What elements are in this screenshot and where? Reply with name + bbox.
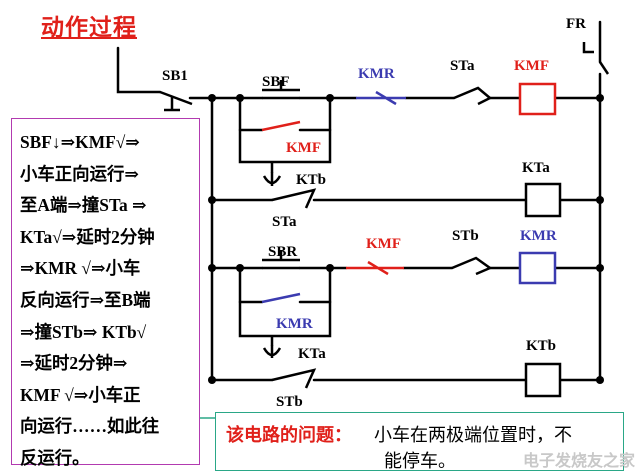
junction-dot: [208, 264, 216, 272]
kta-coil-label: KTa: [522, 160, 550, 176]
stb-limit-switch-1: [451, 256, 493, 276]
step-line: 向运行……如此往: [20, 416, 160, 437]
kmr-hold-label: KMR: [276, 316, 313, 332]
sbr-button: [262, 250, 300, 270]
kmr-nc-contact-1: [356, 90, 406, 106]
kmr-contact-1-label: KMR: [358, 66, 395, 82]
sbf-label: SBF: [262, 74, 290, 90]
junction-dot: [326, 264, 334, 272]
ktb-coil-label: KTb: [526, 338, 556, 354]
left-supply-wire: [116, 46, 162, 94]
junction-dot: [596, 264, 604, 272]
junction-dot: [208, 376, 216, 384]
kmf-contact-2-label: KMF: [366, 236, 401, 252]
junction-dot: [326, 94, 334, 102]
fr-label: FR: [566, 16, 586, 32]
sta-limit-switch-1: [453, 86, 493, 106]
problem-label: 该电路的问题：: [226, 425, 352, 445]
sbf-branch: [238, 96, 332, 174]
junction-dot: [596, 196, 604, 204]
problem-box: 该电路的问题： 小车在两极端位置时，不 能停车。: [215, 412, 624, 471]
kta-2-label: KTa: [298, 346, 326, 362]
sta-contact-1-label: STa: [450, 58, 475, 74]
junction-dot: [596, 94, 604, 102]
step-line: ⇒延时2分钟⇒: [20, 353, 128, 374]
kmr-coil: [518, 251, 557, 285]
problem-text-line2: 能停车。: [384, 451, 456, 471]
kta-coil: [524, 182, 562, 218]
kta-timed-contact-2: [262, 345, 282, 358]
step-line: KTa√⇒延时2分钟: [20, 226, 155, 247]
sbr-label: SBR: [268, 244, 297, 260]
step-line: SBF↓⇒KMF√⇒: [20, 132, 140, 152]
ktb-timed-contact-1: [262, 172, 282, 186]
stb-contact-1-label: STb: [452, 228, 479, 244]
kmr-coil-label: KMR: [520, 228, 557, 244]
step-line: 反向运行⇒至B端: [20, 289, 151, 310]
page-title: 动作过程: [41, 15, 137, 40]
step-line: KMF √⇒小车正: [20, 384, 141, 405]
sb1-button: [159, 90, 193, 112]
kmf-hold-label: KMF: [286, 140, 321, 156]
step-line: 至A端⇒撞STa ⇒: [20, 195, 147, 216]
kmf-coil: [518, 82, 557, 116]
fr-contact: [582, 42, 610, 75]
kmf-nc-contact-2: [346, 260, 404, 276]
stb-limit-switch-2: [271, 368, 317, 389]
step-line: ⇒撞STb⇒ KTb√: [20, 321, 147, 342]
sta-contact-2-label: STa: [272, 214, 297, 230]
stb-contact-2-label: STb: [276, 394, 303, 410]
sbr-branch: [238, 266, 332, 347]
junction-dot: [596, 376, 604, 384]
junction-dot: [236, 94, 244, 102]
kmf-hold-contact: [261, 120, 301, 132]
kmr-hold-contact: [261, 292, 301, 304]
action-steps-box: SBF↓⇒KMF√⇒ 小车正向运行⇒ 至A端⇒撞STa ⇒ KTa√⇒延时2分钟…: [11, 118, 200, 468]
sb1-label: SB1: [162, 68, 188, 84]
ktb-coil: [524, 362, 562, 398]
problem-text-line1: 小车在两极端位置时，不: [374, 425, 572, 445]
step-line: 小车正向运行⇒: [20, 163, 139, 184]
step-line: 反运行。: [20, 447, 90, 468]
junction-dot: [208, 196, 216, 204]
kmf-coil-label: KMF: [514, 58, 549, 74]
junction-dot: [208, 94, 216, 102]
sbf-button: [262, 80, 300, 100]
ktb-1-label: KTb: [296, 172, 326, 188]
step-line: ⇒KMR √⇒小车: [20, 258, 141, 279]
watermark: 电子发烧友之家: [522, 453, 635, 470]
junction-dot: [236, 264, 244, 272]
sta-limit-switch-2: [271, 188, 317, 209]
